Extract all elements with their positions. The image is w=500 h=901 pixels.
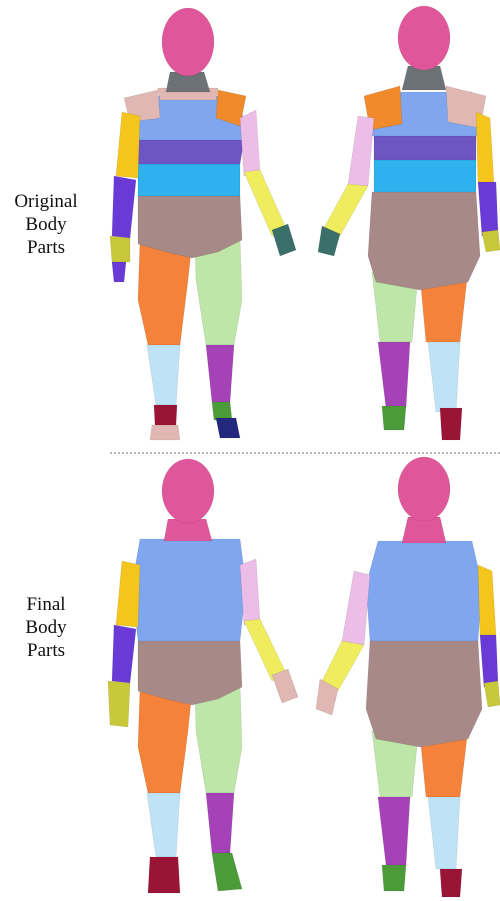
left-forearm xyxy=(112,625,136,683)
right-forearm xyxy=(244,170,286,236)
right-hand xyxy=(272,669,298,703)
left-hand xyxy=(108,681,130,727)
back-view-final-figure xyxy=(300,455,500,901)
section-divider xyxy=(110,452,500,454)
back-right-foot xyxy=(440,869,462,897)
back-chest-band xyxy=(374,136,476,160)
left-upper-arm xyxy=(116,561,140,627)
original-body-parts-panel: Original Body Parts xyxy=(0,0,500,450)
caption-line-3: Parts xyxy=(0,639,92,662)
back-waist xyxy=(374,160,476,192)
back-right-upper-arm xyxy=(476,112,494,184)
waist xyxy=(138,164,240,196)
left-forearm xyxy=(112,176,136,238)
front-view-final-figure xyxy=(100,455,300,901)
left-fingers xyxy=(112,262,126,282)
left-hand xyxy=(110,236,130,262)
left-toes xyxy=(150,425,180,440)
back-head xyxy=(398,457,450,521)
chest-band xyxy=(134,140,244,164)
caption-line-2: Body xyxy=(0,213,92,236)
back-right-upper-arm xyxy=(478,565,496,635)
back-left-upper-arm xyxy=(348,116,374,186)
caption-line-1: Original xyxy=(0,190,92,213)
left-shin xyxy=(147,793,180,857)
left-shin xyxy=(147,345,180,405)
final-body-parts-caption: Final Body Parts xyxy=(0,593,92,662)
back-torso xyxy=(366,541,482,641)
head xyxy=(162,459,214,523)
back-left-upper-arm xyxy=(342,571,370,645)
right-shin xyxy=(206,793,234,853)
back-left-foot xyxy=(382,865,406,891)
right-foot xyxy=(212,853,242,891)
back-left-shin xyxy=(378,797,410,865)
back-view-original-figure xyxy=(300,0,500,450)
right-foot xyxy=(212,402,232,420)
back-left-shin xyxy=(378,342,410,408)
left-foot xyxy=(154,405,177,425)
left-upper-arm xyxy=(116,112,140,178)
back-hips xyxy=(366,641,482,747)
back-right-forearm xyxy=(480,635,498,687)
back-right-hand xyxy=(482,230,500,252)
torso xyxy=(132,539,246,641)
front-view-original-figure xyxy=(100,0,300,450)
back-hips xyxy=(368,192,480,290)
right-toes xyxy=(216,418,240,438)
head xyxy=(162,8,214,76)
right-forearm xyxy=(244,619,286,681)
original-body-parts-caption: Original Body Parts xyxy=(0,190,92,259)
back-right-shin xyxy=(428,797,460,869)
left-foot xyxy=(148,857,180,893)
back-left-foot xyxy=(382,406,406,430)
right-hand xyxy=(272,224,296,256)
back-right-shin xyxy=(428,342,460,412)
back-right-hand xyxy=(484,681,500,707)
back-head xyxy=(398,6,450,70)
right-shin xyxy=(206,345,234,402)
back-right-foot xyxy=(440,408,462,440)
caption-line-3: Parts xyxy=(0,236,92,259)
caption-line-2: Body xyxy=(0,616,92,639)
back-left-forearm xyxy=(324,184,368,236)
back-right-forearm xyxy=(478,182,498,236)
caption-line-1: Final xyxy=(0,593,92,616)
right-upper-arm xyxy=(240,110,260,176)
final-body-parts-panel: Final Body Parts xyxy=(0,455,500,901)
